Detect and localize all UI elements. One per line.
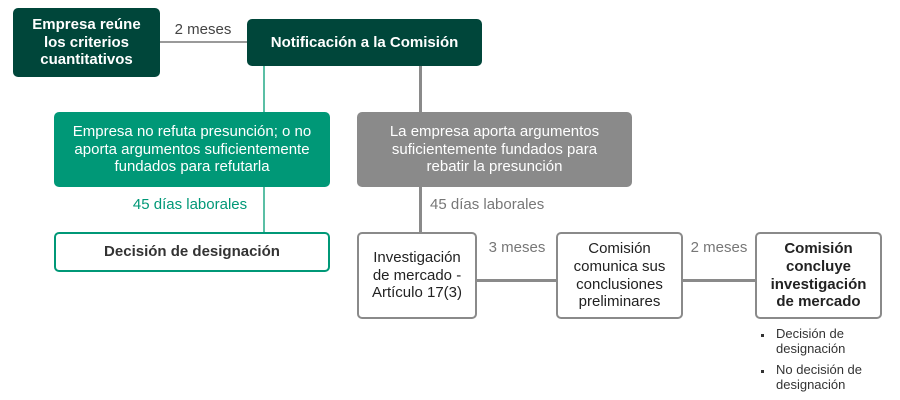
notification-node: Notificación a la Comisión xyxy=(247,19,482,66)
two-months-label-bottom: 2 meses xyxy=(690,239,748,256)
investigation-node: Investigación de mercado - Artículo 17(3… xyxy=(357,232,477,319)
outcome-item: No decisión de designación xyxy=(760,362,890,393)
criteria-node: Empresa reúne los criterios cuantitativo… xyxy=(13,8,160,77)
no-rebut-node: Empresa no refuta presunción; o no aport… xyxy=(54,112,330,187)
days-label-grey: 45 días laborales xyxy=(430,196,545,213)
conclude-node: Comisión concluye investigación de merca… xyxy=(755,232,882,319)
connector xyxy=(682,279,756,282)
connector xyxy=(477,279,557,282)
designation-node: Decisión de designación xyxy=(54,232,330,272)
outcome-item: Decisión de designación xyxy=(760,326,890,357)
preliminary-node: Comisión comunica sus conclusiones preli… xyxy=(556,232,683,319)
outcome-list: Decisión de designación No decisión de d… xyxy=(760,326,890,399)
three-months-label: 3 meses xyxy=(488,239,546,256)
days-label-green: 45 días laborales xyxy=(120,196,260,214)
connector xyxy=(160,41,248,43)
two-months-label: 2 meses xyxy=(174,21,232,38)
rebut-node: La empresa aporta argumentos suficientem… xyxy=(357,112,632,187)
